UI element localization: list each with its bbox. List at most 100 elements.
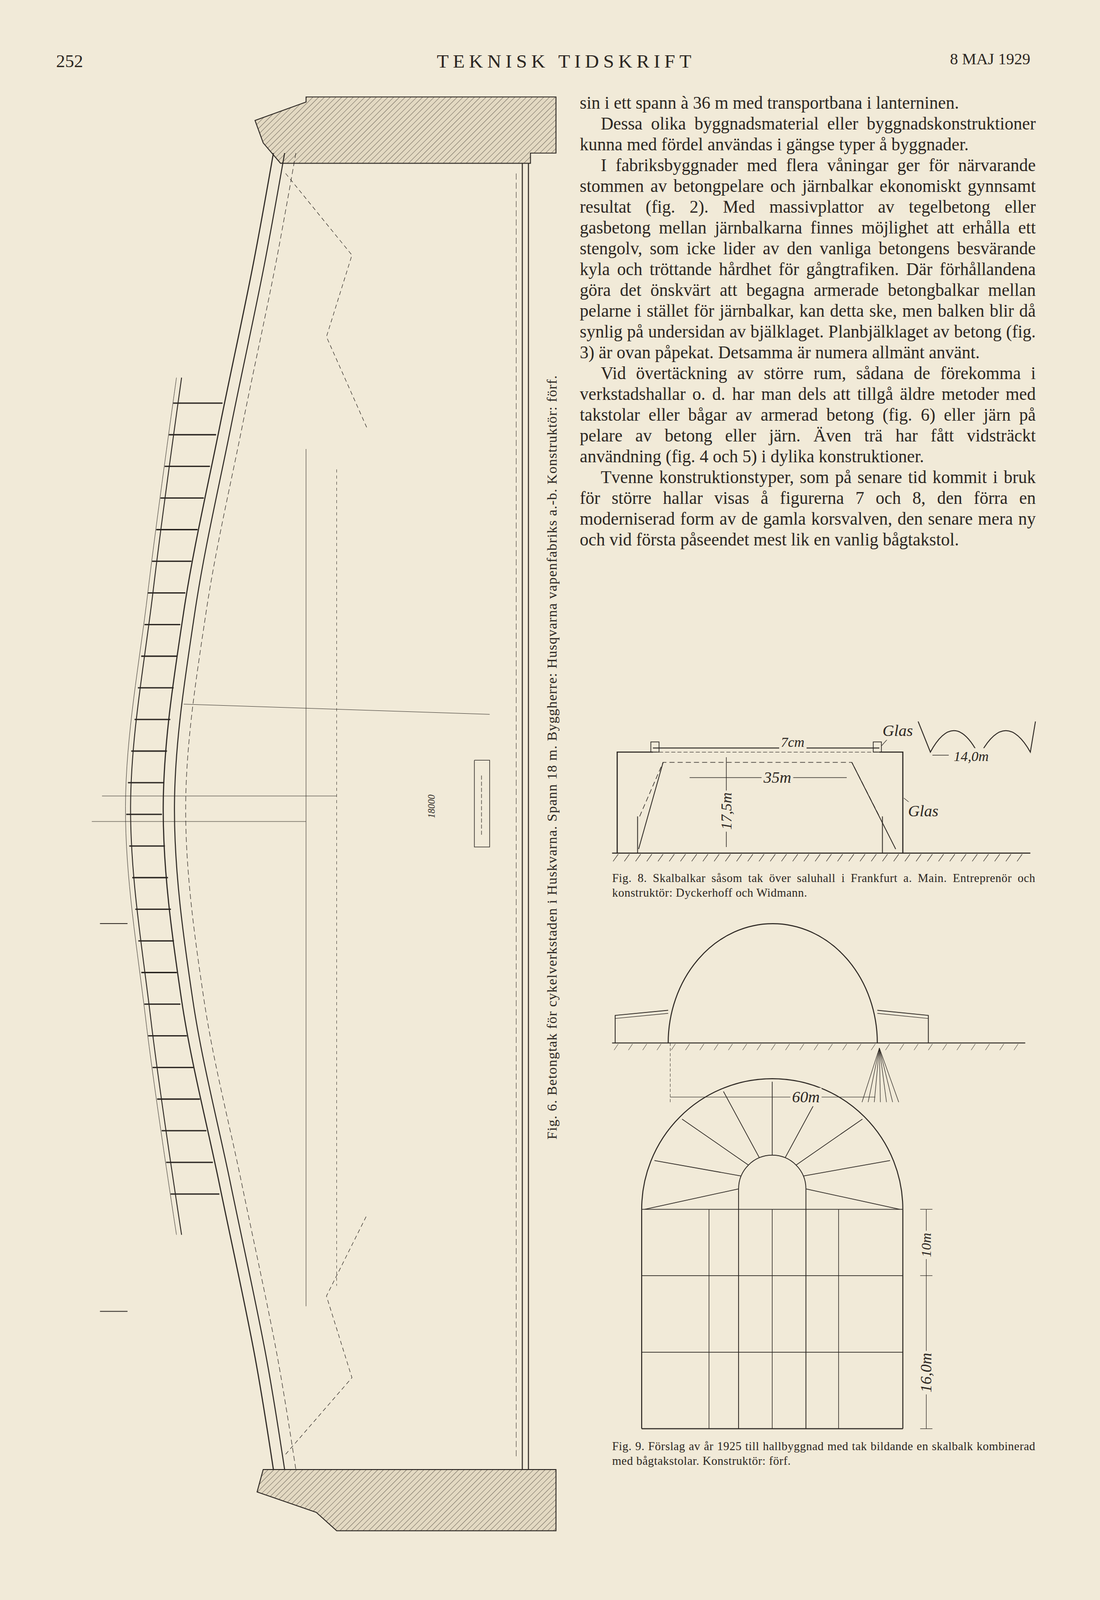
skylight-rung	[164, 465, 210, 467]
wall-line	[902, 1208, 904, 1428]
ground-hatch	[699, 1043, 705, 1050]
dimension-line	[91, 820, 306, 822]
ground-hatch	[758, 853, 765, 861]
skylight-rung	[131, 750, 168, 752]
side-roof	[615, 1013, 669, 1019]
foundation-spread	[879, 1047, 887, 1102]
ground-hatch	[785, 1043, 790, 1050]
ground-hatch	[857, 1043, 862, 1050]
arch-outer-line	[163, 153, 274, 1470]
ground-line	[611, 852, 1031, 854]
stirrup-line	[285, 173, 368, 429]
dimension-line	[670, 1042, 671, 1102]
ground-hatch	[781, 853, 787, 861]
issue-date: 8 MAJ 1929	[950, 50, 1031, 69]
tie-beam-line	[521, 163, 523, 1470]
skylight-rung	[128, 782, 164, 784]
reinforcement-line	[515, 173, 517, 1459]
ground-hatch	[669, 853, 675, 861]
rafter-line	[796, 1118, 863, 1165]
skylight-rung	[161, 1129, 207, 1132]
skylight-rung	[168, 433, 216, 436]
ground-hatch	[747, 853, 754, 861]
ground-hatch	[985, 1043, 990, 1050]
skylight-line	[130, 377, 182, 1235]
ground-line	[611, 1042, 1025, 1044]
ground-hatch	[942, 1043, 947, 1050]
reinforcement-line	[185, 153, 296, 1470]
body-paragraph: sin i ett spann à 36 m med transportbana…	[579, 92, 1036, 114]
foundation-spread	[867, 1047, 880, 1102]
mullion-line	[772, 1208, 773, 1428]
ground-hatch	[742, 1043, 748, 1050]
shell-leg	[851, 762, 896, 850]
rafter-line	[772, 1081, 774, 1155]
leader-line	[183, 704, 490, 715]
ground-hatch	[913, 1043, 919, 1050]
window-arch	[738, 1154, 806, 1189]
ground-hatch	[961, 853, 967, 861]
dimension-label: 18000	[426, 792, 438, 820]
transom-line	[641, 1351, 903, 1353]
rafter-line	[803, 1160, 891, 1176]
ground-hatch	[1014, 1043, 1019, 1050]
figure-caption: Fig. 8. Skalbalkar såsom tak över saluha…	[611, 870, 1036, 900]
skylight-rung	[160, 497, 205, 499]
ground-hatch	[1005, 853, 1012, 861]
ground-hatch	[613, 853, 619, 861]
ground-hatch	[938, 853, 944, 861]
ground-hatch	[904, 853, 911, 861]
section-mark	[100, 1310, 128, 1312]
ground-hatch	[848, 853, 854, 861]
lantern-line	[653, 747, 880, 749]
dimension-tick	[919, 1427, 933, 1429]
foundation-spread	[861, 1047, 880, 1102]
column-head	[257, 1469, 557, 1531]
journal-title: TEKNISK TIDSKRIFT	[437, 50, 696, 73]
wall-line	[637, 816, 639, 853]
skylight-rung	[152, 1066, 194, 1068]
wall-line	[617, 751, 654, 853]
rafter-line	[682, 1118, 749, 1165]
rafter-line	[723, 1091, 760, 1158]
dimension-tick	[919, 1208, 933, 1210]
skylight-rung	[138, 939, 174, 942]
ground-hatch	[658, 853, 664, 861]
ground-hatch	[680, 853, 686, 861]
figure-caption: Fig. 6. Betongtak för cykelverkstaden i …	[543, 374, 561, 1139]
skylight-rung	[129, 844, 166, 847]
shell-line	[639, 762, 880, 817]
figure-group	[91, 96, 1036, 1530]
ground-hatch	[837, 853, 843, 861]
ground-hatch	[728, 1043, 733, 1050]
arch-inner-line	[174, 153, 285, 1470]
skylight-rung	[170, 1193, 220, 1195]
arch-roof	[668, 923, 878, 1043]
section-mark	[100, 922, 128, 924]
figure-caption: Fig. 9. Förslag av år 1925 till hallbygg…	[611, 1438, 1036, 1468]
dimension-line	[102, 795, 337, 797]
ground-hatch	[736, 853, 742, 861]
skylight-rung	[156, 528, 198, 531]
ground-hatch	[949, 853, 955, 861]
dimension-label: 10m	[918, 1230, 935, 1259]
ground-hatch	[685, 1043, 690, 1050]
transom-line	[641, 1427, 903, 1429]
skylight-rung	[156, 1098, 200, 1100]
side-roof	[877, 1009, 929, 1043]
ground-hatch	[828, 1043, 833, 1050]
rafter-line	[806, 1188, 901, 1209]
foundation-spread	[874, 1047, 880, 1102]
wall-line	[641, 1208, 643, 1428]
ground-hatch	[1017, 853, 1023, 861]
dimension-line	[932, 754, 949, 756]
text-column: sin i ett spann à 36 m med transportbana…	[579, 92, 1036, 550]
mullion-line	[805, 1188, 807, 1428]
skylight-rung	[132, 876, 168, 878]
ground-hatch	[624, 853, 630, 861]
transom-line	[641, 1274, 903, 1276]
ground-hatch	[972, 853, 978, 861]
ground-hatch	[826, 853, 832, 861]
ground-hatch	[871, 853, 877, 861]
dimension-tick	[919, 1274, 933, 1276]
